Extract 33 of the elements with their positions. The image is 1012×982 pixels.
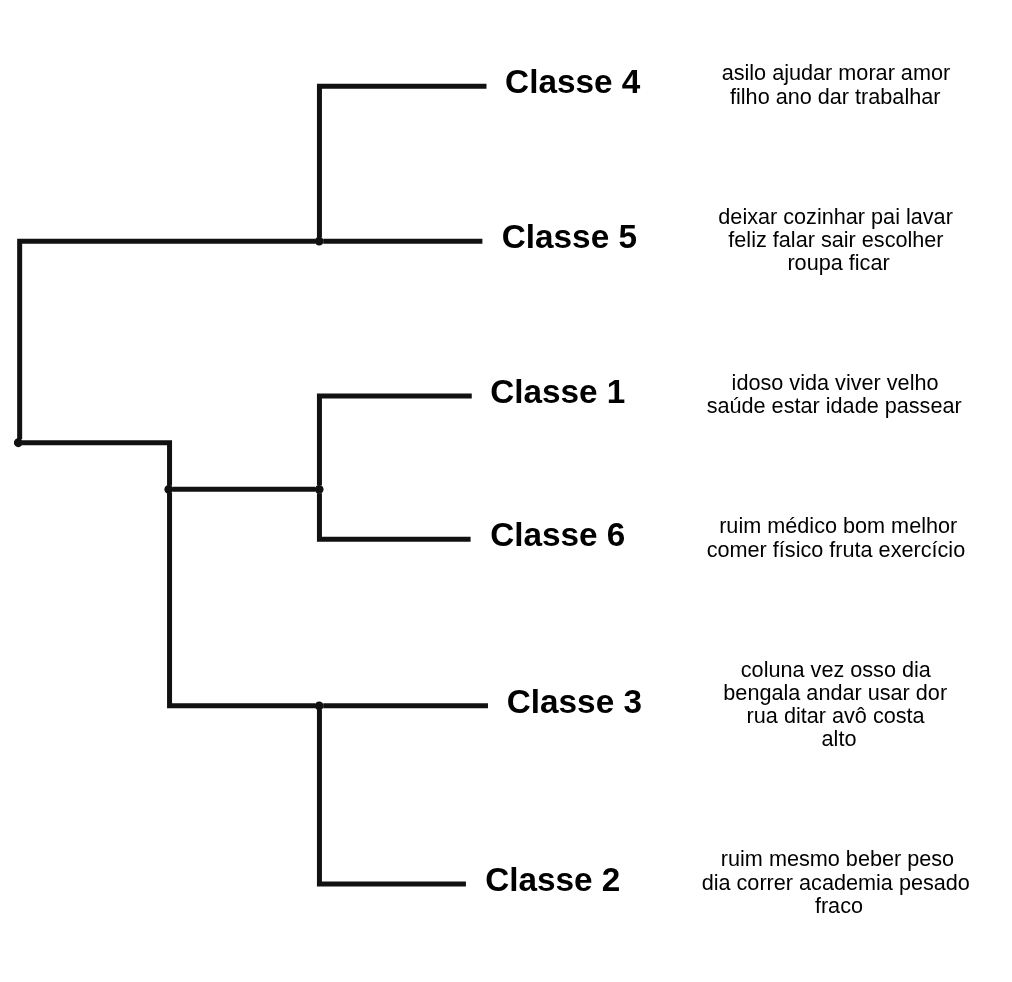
- node-text: Classe 2: [485, 860, 621, 898]
- node-label: roupa ficar: [787, 250, 890, 276]
- node-point: [164, 484, 174, 494]
- node-label: comer físico fruta exercício: [706, 536, 966, 562]
- node-label: ruim mesmo beber peso: [720, 846, 955, 872]
- node-text: Classe 4: [505, 62, 641, 100]
- connector: [172, 486, 315, 492]
- node-point: [314, 236, 324, 246]
- node-text: Classe 6: [490, 515, 626, 553]
- connector: [316, 393, 472, 486]
- node-point: [13, 438, 23, 448]
- node-point: [314, 701, 324, 711]
- node-point: [314, 484, 324, 494]
- node-label: ruim médico bom melhor: [719, 513, 958, 539]
- node-label: asilo ajudar morar amor: [721, 60, 951, 86]
- node-text: Classe 3: [506, 682, 642, 720]
- connector: [316, 493, 471, 542]
- connector: [167, 493, 316, 709]
- node-label: idoso vida viver velho: [731, 370, 939, 396]
- node-label: fraco: [814, 893, 864, 919]
- connector: [316, 83, 487, 238]
- connector: [323, 238, 483, 244]
- connector: [22, 440, 173, 486]
- node-label: deixar cozinhar pai lavar: [718, 203, 953, 229]
- node-label: saúde estar idade passear: [706, 393, 962, 419]
- node-label: alto: [821, 726, 857, 752]
- node-text: Classe 5: [501, 217, 637, 255]
- node-label: coluna vez osso dia: [740, 656, 931, 682]
- connector: [17, 238, 316, 440]
- connector: [323, 703, 488, 709]
- node-text: Classe 1: [490, 372, 626, 410]
- node-label: bengala andar usar dor: [723, 679, 948, 705]
- connector: [316, 709, 466, 887]
